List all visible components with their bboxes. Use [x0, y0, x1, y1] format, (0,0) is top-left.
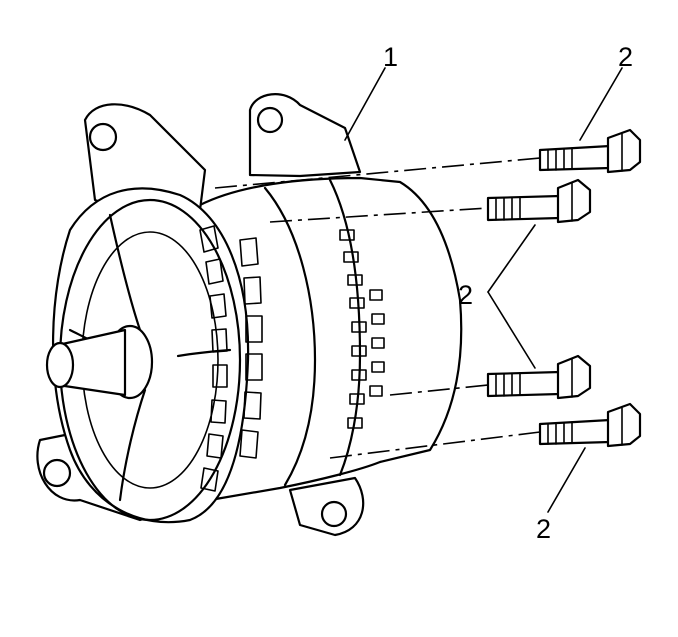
bolt-top	[538, 128, 642, 174]
alternator	[36, 93, 463, 537]
shaft-end	[45, 341, 75, 389]
callout-bolt-bottom: 2	[536, 514, 551, 544]
bolt-centerlines	[214, 157, 541, 459]
front-vent-slots	[199, 225, 228, 492]
fan-spoke-upper	[108, 213, 142, 332]
stator-band-front	[263, 186, 317, 487]
lower-mount-hole	[42, 458, 72, 488]
bottom-foot-hole	[320, 500, 348, 528]
top-mount-boss	[248, 93, 362, 178]
callout-alternator: 1	[383, 42, 398, 72]
bolt-second	[486, 178, 592, 224]
bolt-third	[486, 354, 592, 400]
callout-bolt-top: 2	[618, 42, 633, 72]
rear-vent-slots	[339, 229, 385, 429]
bolt-bottom	[538, 402, 642, 448]
fan-spoke-lower	[118, 388, 147, 502]
callout-bolt-middle: 2	[458, 280, 473, 310]
upper-mount-hole	[88, 122, 118, 152]
stator-band-rear	[328, 178, 362, 477]
middle-vent-slots	[239, 237, 263, 459]
top-mount-hole	[256, 106, 284, 134]
leader-lines	[344, 67, 623, 513]
bottom-foot	[288, 476, 365, 537]
